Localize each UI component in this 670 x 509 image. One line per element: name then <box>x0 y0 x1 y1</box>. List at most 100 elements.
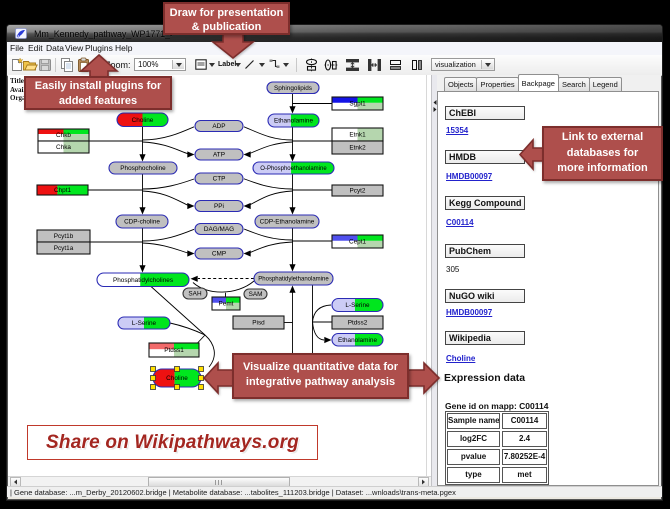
selection-handle[interactable] <box>150 375 156 381</box>
open-file-button[interactable] <box>22 57 38 73</box>
node-cdp-choline[interactable]: CDP-choline <box>115 214 169 229</box>
distribute-vertical-button[interactable] <box>367 58 382 72</box>
node-choline-top[interactable]: Choline <box>116 112 169 128</box>
node-chkb[interactable]: Chkb <box>37 128 90 142</box>
pathway-edge[interactable] <box>142 242 189 254</box>
node-o-phosphoethanolamine[interactable]: O-Phosphoethanolamine <box>252 161 335 175</box>
label-tool-button[interactable]: Label <box>218 61 237 68</box>
node-sam[interactable]: SAM <box>243 288 268 300</box>
pathway-edge[interactable] <box>243 178 293 190</box>
menu-view[interactable]: View <box>65 43 84 53</box>
save-button[interactable] <box>37 57 53 73</box>
line-dropdown-icon[interactable] <box>259 63 265 67</box>
connector-dropdown-icon[interactable] <box>283 63 289 67</box>
node-pcyt1a[interactable]: Pcyt1a <box>36 241 91 255</box>
pathway-edge[interactable] <box>248 241 293 254</box>
pathway-edge[interactable] <box>142 141 189 155</box>
zoom-dropdown-icon[interactable] <box>172 60 184 69</box>
node-pcyt1b[interactable]: Pcyt1b <box>36 229 91 243</box>
pathway-edge[interactable] <box>142 178 195 190</box>
backpage-link-wikipedia[interactable]: Choline <box>446 354 476 363</box>
node-l-serine-left[interactable]: L-Serine <box>117 316 171 330</box>
selection-handle[interactable] <box>198 384 204 390</box>
node-choline-selected[interactable]: Choline <box>150 366 204 390</box>
node-adp[interactable]: ADP <box>194 119 244 133</box>
backpage-link-nugo[interactable]: HMDB00097 <box>446 308 493 317</box>
node-cmp[interactable]: CMP <box>194 247 244 260</box>
align-center-y-button[interactable] <box>324 58 339 72</box>
datanode-dropdown-icon[interactable] <box>209 63 215 67</box>
connector-tool-button[interactable] <box>269 59 280 70</box>
node-chka[interactable]: Chka <box>37 140 90 154</box>
node-cdp-ethanolamine[interactable]: CDP-Ethanolamine <box>254 214 320 229</box>
selection-handle[interactable] <box>174 384 180 390</box>
tab-objects[interactable]: Objects <box>444 77 478 91</box>
pathway-edge[interactable] <box>248 190 293 206</box>
node-etnk2[interactable]: Etnk2 <box>331 140 384 155</box>
tab-legend[interactable]: Legend <box>588 77 622 91</box>
pathway-edge[interactable] <box>192 280 255 293</box>
datanode-tool-button[interactable] <box>195 59 207 70</box>
node-sgpl1[interactable]: Sgpl1 <box>331 96 384 111</box>
title-bar[interactable]: Mm_Kennedy_pathway_WP1771_45176.gp... <box>7 25 662 42</box>
tab-properties[interactable]: Properties <box>476 77 519 91</box>
pathway-edge[interactable] <box>204 334 215 368</box>
common-height-button[interactable] <box>411 59 424 71</box>
node-ppi[interactable]: PPi <box>194 199 244 213</box>
copy-button[interactable] <box>59 57 75 73</box>
pathway-edge[interactable] <box>150 286 206 336</box>
node-etnk1[interactable]: Etnk1 <box>331 127 384 142</box>
selection-handle[interactable] <box>150 366 156 372</box>
node-ctp[interactable]: CTP <box>194 172 244 185</box>
new-file-button[interactable] <box>9 57 25 73</box>
pathway-edge[interactable] <box>197 334 206 344</box>
tab-search[interactable]: Search <box>557 77 590 91</box>
menu-plugins[interactable]: Plugins <box>85 43 113 53</box>
node-ptdss2[interactable]: Ptdss2 <box>331 315 384 330</box>
pathway-edge[interactable] <box>142 190 189 206</box>
node-dag-mag[interactable]: DAG/MAG <box>194 222 244 236</box>
node-chpt1[interactable]: Chpt1 <box>36 184 89 196</box>
pathway-edge[interactable] <box>169 322 206 336</box>
node-phosphatidylcholines[interactable]: Phosphatidylcholines <box>96 272 190 288</box>
node-phosphocholine[interactable]: Phosphocholine <box>108 161 178 175</box>
pathway-edge[interactable] <box>142 126 195 141</box>
backpage-link-kegg[interactable]: C00114 <box>446 218 474 227</box>
pathway-edge[interactable] <box>248 141 293 155</box>
visualization-dropdown-icon[interactable] <box>481 60 493 69</box>
align-center-x-button[interactable] <box>304 58 319 72</box>
backpage-link-chebi[interactable]: 15354 <box>446 126 469 135</box>
pathway-edge[interactable] <box>243 126 293 141</box>
node-atp[interactable]: ATP <box>194 148 244 161</box>
selection-handle[interactable] <box>198 366 204 372</box>
node-l-serine-right[interactable]: L-Serine <box>331 297 384 313</box>
line-tool-button[interactable] <box>244 59 255 70</box>
common-width-button[interactable] <box>389 59 402 71</box>
node-pemt[interactable]: Pemt <box>211 296 241 311</box>
menu-data[interactable]: Data <box>46 43 64 53</box>
pathway-edge[interactable] <box>243 228 293 241</box>
tab-backpage[interactable]: Backpage <box>517 74 559 91</box>
pathway-edge[interactable] <box>312 321 325 341</box>
node-pcyt2[interactable]: Pcyt2 <box>331 184 384 197</box>
node-ptdss1[interactable]: Ptdss1 <box>148 342 200 358</box>
selection-handle[interactable] <box>174 366 180 372</box>
node-ethanolamine-top[interactable]: Ethanolamine <box>267 113 320 128</box>
node-sphingolipids[interactable]: Sphingolipids <box>266 81 320 95</box>
menu-edit[interactable]: Edit <box>28 43 43 53</box>
divider-collapse-icons[interactable] <box>432 99 438 113</box>
pathway-edge[interactable] <box>312 304 332 323</box>
node-ethanolamine-bottom[interactable]: Ethanolamine <box>331 332 384 347</box>
menu-file[interactable]: File <box>10 43 24 53</box>
node-sah[interactable]: SAH <box>182 287 208 300</box>
node-phosphatidylethanolamine[interactable]: Phosphatidylethanolamine <box>253 271 334 286</box>
zoom-combobox[interactable]: 100% <box>134 58 186 71</box>
label-dropdown-icon[interactable] <box>235 63 241 67</box>
node-pisd[interactable]: Pisd <box>232 315 285 330</box>
pathway-edge[interactable] <box>142 228 195 242</box>
backpage-link-hmdb[interactable]: HMDB00097 <box>446 172 493 181</box>
visualization-combobox[interactable]: visualization <box>431 58 495 71</box>
selection-handle[interactable] <box>150 384 156 390</box>
node-cept1[interactable]: Cept1 <box>331 234 384 249</box>
